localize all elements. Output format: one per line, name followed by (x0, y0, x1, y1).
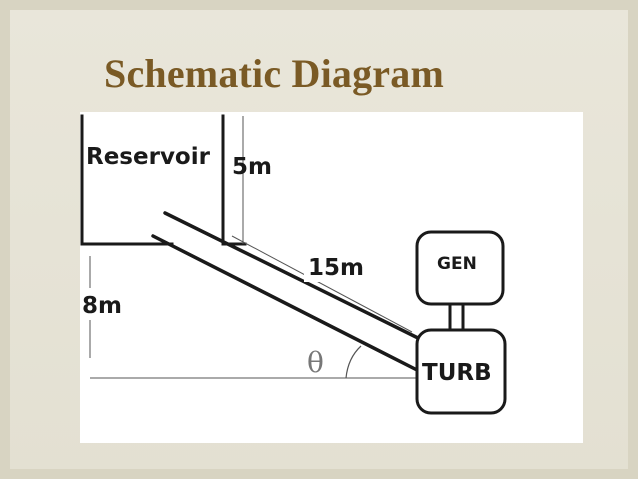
generator-label: GEN (437, 254, 477, 274)
reservoir (80, 114, 247, 246)
penstock-pipe (151, 211, 422, 372)
penstock-upper-line (163, 211, 422, 341)
angle-label: θ (307, 346, 324, 379)
schematic-diagram: Reservoir 5m 15m 8m θ GEN TUR (80, 112, 583, 443)
turbine-label: TURB (422, 360, 492, 386)
height-base-label: 8m (82, 293, 122, 319)
angle-arc (345, 345, 362, 379)
height-top-label: 5m (232, 154, 272, 180)
schematic-svg: Reservoir 5m 15m 8m θ GEN TUR (80, 114, 507, 415)
penstock-lower-line (151, 234, 419, 372)
turbine-box (415, 328, 507, 415)
pipe-length-dimension-line (231, 235, 413, 333)
shaft (448, 304, 465, 330)
height-base-label-bg (80, 288, 130, 320)
pipe-length-label-bg (304, 250, 372, 282)
reservoir-label: Reservoir (86, 144, 211, 170)
slide-title: Schematic Diagram (104, 51, 444, 96)
generator-box (415, 230, 505, 306)
pipe-length-label: 15m (308, 255, 364, 281)
